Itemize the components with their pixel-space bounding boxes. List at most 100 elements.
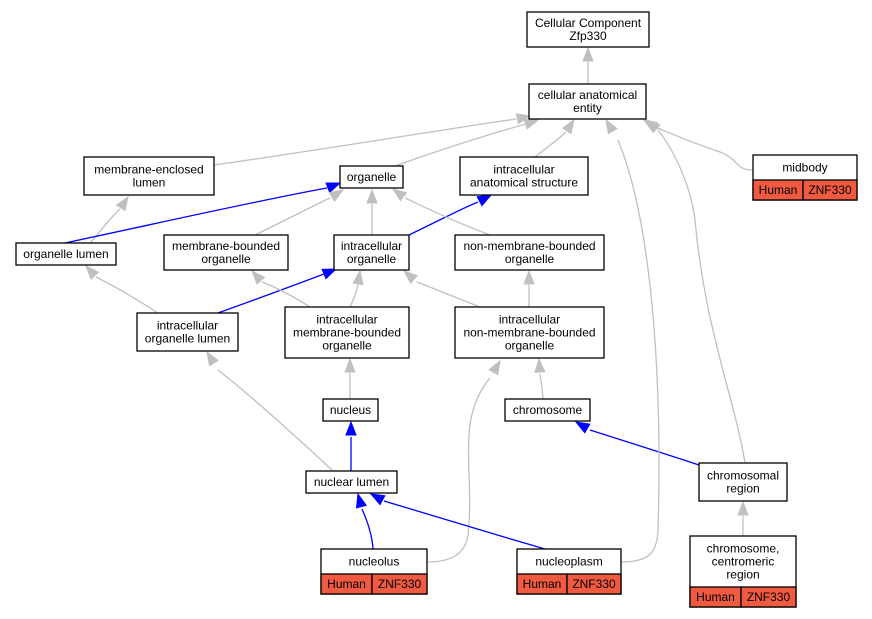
edge-line [254, 197, 331, 236]
edge-line [261, 281, 311, 308]
edge-arrowhead [574, 421, 591, 434]
node-box [15, 242, 117, 266]
edge-mbo-to-org [254, 189, 345, 236]
node-inmbo[interactable]: intracellularnon-membrane-boundedorganel… [454, 306, 605, 359]
edge-imbo-to-mbo [251, 269, 311, 308]
edge-arrowhead [561, 118, 575, 135]
edge-nucleoplasm-to-cae [605, 118, 660, 563]
edge-arrowhead [523, 118, 540, 130]
edge-iol-to-io [217, 268, 338, 314]
edge-nuclumen-to-nucleus [345, 420, 357, 471]
edge-line [349, 283, 359, 308]
edge-line [383, 500, 546, 550]
edge-arrowhead [488, 359, 501, 376]
node-box [526, 11, 650, 48]
node-box [454, 306, 605, 359]
node-label-line: Cellular Component [535, 16, 642, 30]
edge-line [589, 429, 700, 466]
edge-org-to-cae [394, 118, 540, 167]
node-orglumen[interactable]: organelle lumen [15, 242, 117, 266]
edge-arrowhead [523, 269, 535, 285]
node-org[interactable]: organelle [339, 165, 404, 189]
edge-arrowhead [605, 118, 618, 135]
edge-arrowhead [737, 500, 749, 516]
node-box [163, 234, 289, 271]
edge-arrowhead [391, 188, 408, 202]
edge-line [408, 201, 479, 236]
node-label-line: organelle lumen [23, 247, 108, 261]
edge-arrowhead [328, 189, 345, 202]
node-label-line: membrane-bounded [293, 326, 401, 340]
edge-line [64, 187, 328, 244]
node-label-line: nucleolus [349, 555, 400, 569]
node-box [459, 156, 589, 196]
edge-arrowhead [366, 188, 378, 204]
node-label-line: centromeric [712, 555, 775, 569]
edge-iol-to-orglumen [85, 264, 159, 314]
node-label-line: organelle [201, 252, 251, 266]
edge-mel-to-cae [213, 113, 532, 166]
node-label-line: midbody [782, 161, 827, 175]
edge-arrowhead [352, 269, 364, 286]
annotation-badge [802, 179, 858, 201]
edge-midbody-to-cae [642, 119, 754, 171]
node-label-line: organelle [322, 339, 372, 353]
node-label-line: intracellular [157, 319, 218, 333]
node-label-line: nuclear lumen [314, 475, 389, 489]
annotation-badge-label: ZNF330 [808, 183, 852, 197]
edge-arrowhead [321, 268, 338, 280]
edge-arrowhead [534, 357, 546, 373]
edge-line [617, 139, 660, 563]
node-box [333, 234, 410, 271]
node-box [454, 234, 605, 271]
node-nucleus[interactable]: nucleus [322, 398, 379, 422]
node-box [136, 312, 239, 352]
annotation-badge-label: Human [759, 183, 798, 197]
edge-arrowhead [355, 492, 368, 509]
edge-io-to-org [366, 188, 378, 235]
edge-inmbo-to-nmbo [523, 269, 535, 307]
node-label-line: nucleoplasm [535, 555, 602, 569]
edge-line [654, 126, 754, 171]
annotation-badge [371, 573, 428, 595]
node-label-line: membrane-enclosed [94, 163, 203, 177]
edge-arrowhead [345, 420, 357, 436]
node-label-line: lumen [133, 176, 166, 190]
edge-arrowhead [251, 269, 266, 285]
node-nuclumen[interactable]: nuclear lumen [305, 470, 398, 494]
node-box [339, 165, 404, 189]
annotation-badge [566, 573, 622, 595]
node-label-line: chromosomal [707, 469, 779, 483]
edge-arrowhead [582, 46, 594, 62]
node-label-line: cellular anatomical [538, 88, 637, 102]
edge-arrowhead [344, 357, 356, 373]
edge-arrowhead [645, 119, 661, 134]
edge-nucleus-to-imbo [344, 357, 356, 399]
edge-centromeric-to-chromreg [737, 500, 749, 536]
edge-arrowhead [325, 182, 342, 194]
node-label-line: region [726, 482, 759, 496]
node-label-line: non-membrane-bounded [463, 239, 595, 253]
node-label-line: chromosome [513, 403, 583, 417]
node-label-line: organelle [347, 170, 397, 184]
node-box [698, 462, 788, 502]
node-chromosome[interactable]: chromosome [504, 398, 591, 422]
edge-line [534, 131, 567, 158]
node-label-line: organelle [505, 339, 555, 353]
